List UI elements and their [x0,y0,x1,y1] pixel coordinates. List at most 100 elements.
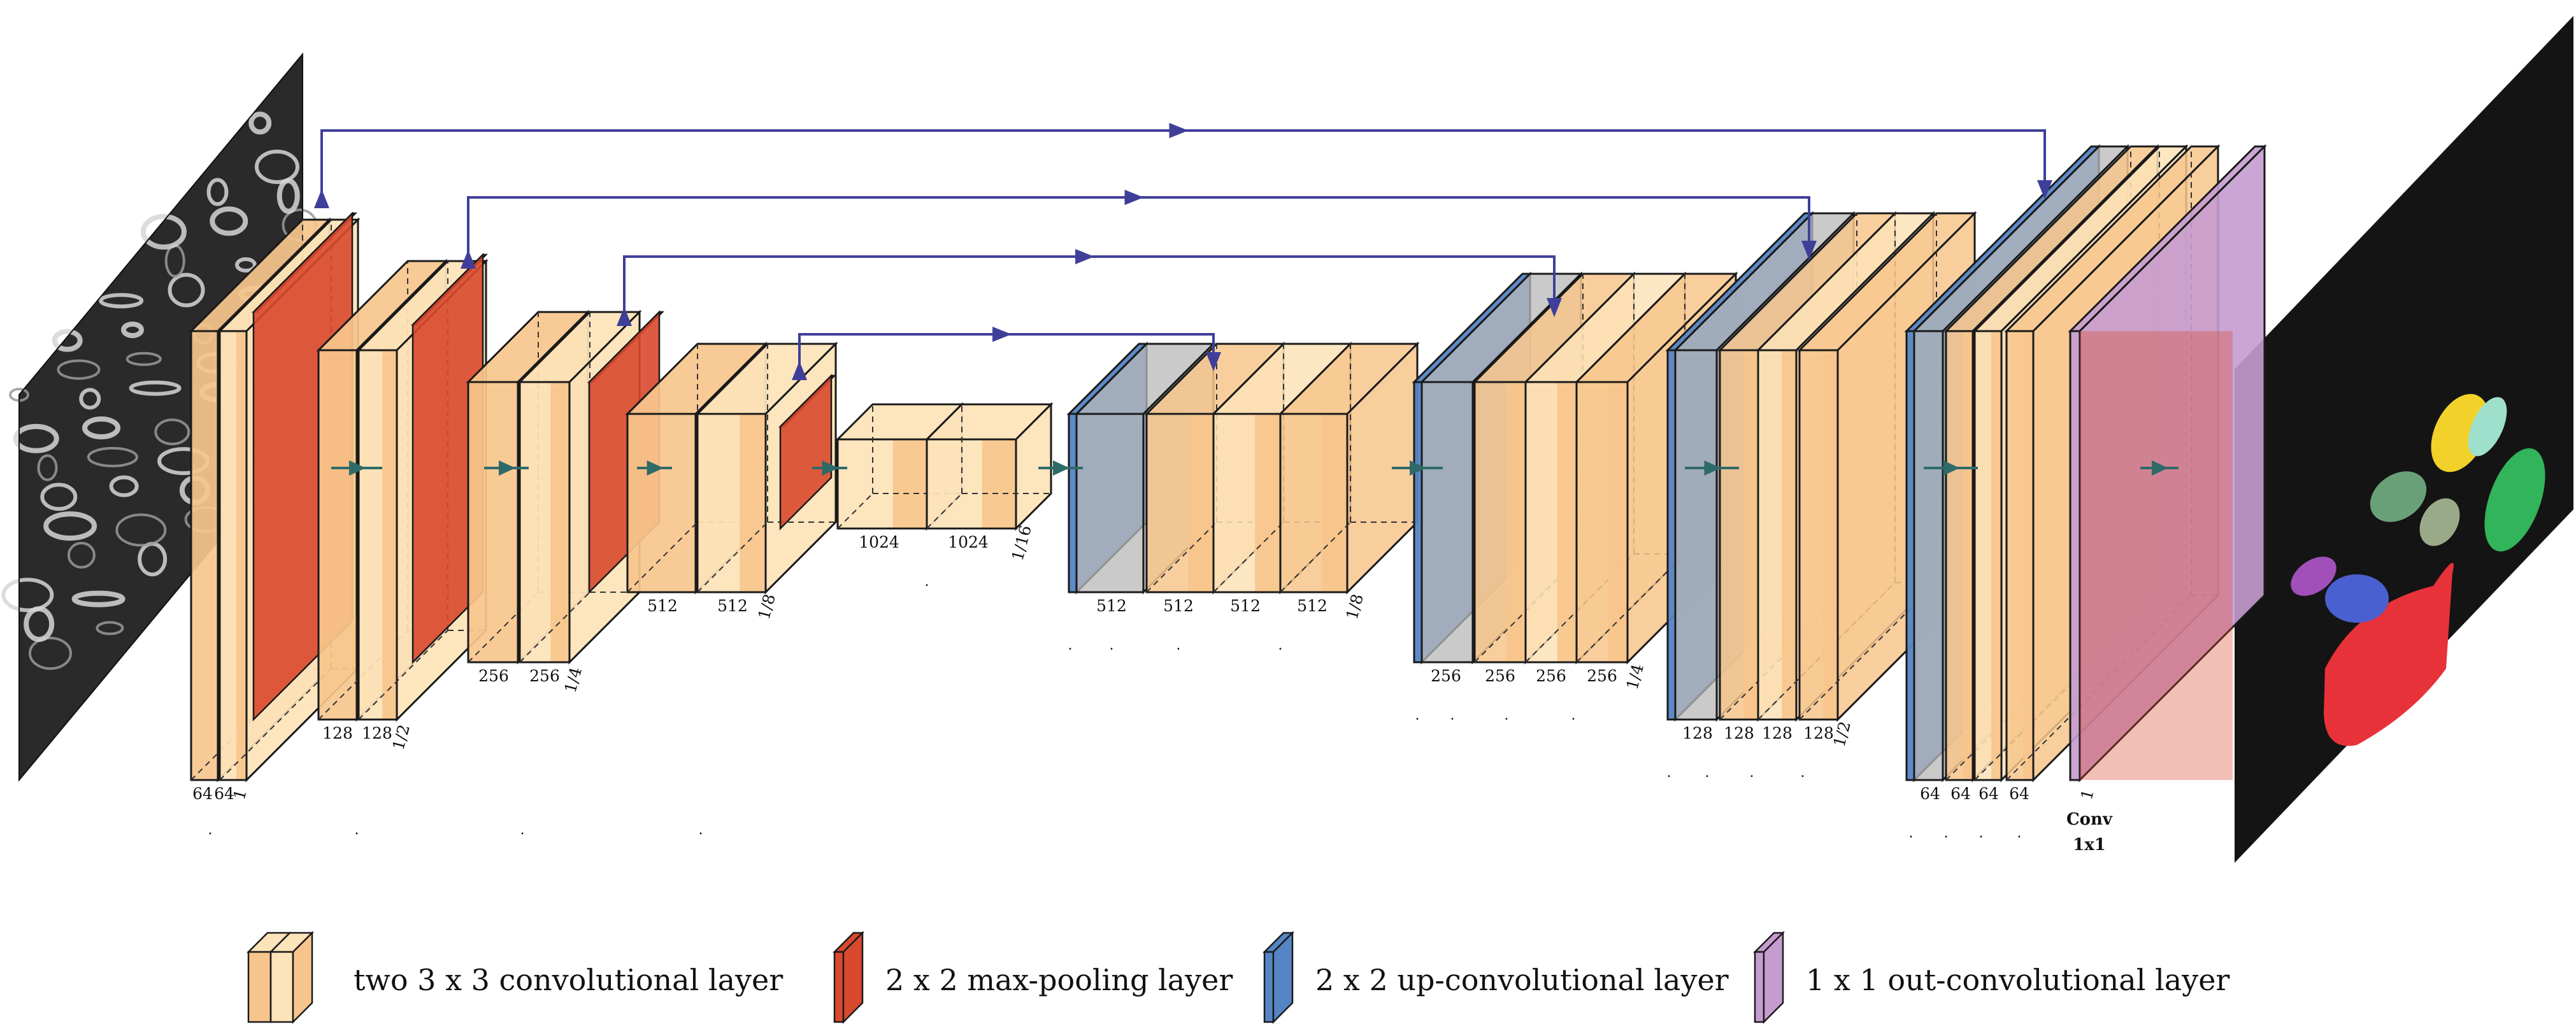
dec4-concat-front [1913,330,1944,781]
input-cell-40 [235,257,257,273]
input-cell-39 [115,513,167,547]
skip-level2-line [467,196,1810,255]
dec1-slab-3-stripe [1322,414,1347,592]
enc-dot-3: . [699,822,703,838]
output-conv-face [2080,331,2233,780]
legend-label-upconv: 2 x 2 up-convolutional layer [1315,963,1729,997]
legend-conv-front-1 [269,951,294,1023]
legend-outconv-side [1763,930,1784,1025]
enc3-slab-2-stripe [550,382,569,662]
input-cell-19 [1,578,54,613]
dec1-slab-1-stripe [1188,414,1213,592]
enc4-slab-1-front [626,413,697,593]
dec1-concat-front [1075,413,1145,593]
enc2-slab-1-front [317,349,358,721]
dec4-slab-1-stripe [1963,331,1973,780]
dec2-upconv-front [1413,381,1423,663]
enc3-fraction: 1/4 [561,665,585,695]
enc4-slab-2-stripe [740,414,766,592]
enc2-channels-1: 128 [322,724,353,742]
input-cell-20 [121,322,144,338]
output-conv-caption-line2: 1x1 [2073,835,2106,855]
legend-pool-front [833,951,845,1023]
dec3-dot-1: . [1705,765,1710,781]
dec4-channels-3: 64 [1979,784,1999,803]
input-cell-2 [210,206,248,236]
bottleneck-channels-2: 1024 [948,533,989,551]
skip-level1-line [320,129,2046,194]
output-conv-slab [2068,144,2267,783]
enc-dot-0: . [208,822,213,838]
dec4-channels-1: 64 [1920,784,1940,803]
flow-arrowhead-6 [1704,460,1721,476]
dec1-channels-4: 512 [1297,597,1327,615]
dec1-dot-0: . [1068,637,1073,653]
skip-level3-arrow-up [617,307,632,326]
input-cell-23 [140,213,187,250]
legend-item-pool [832,930,865,1025]
bottleneck-slab-2-edge [926,438,1017,530]
skip-level3-line [623,255,1556,312]
dec4-slab-1-edge [1945,330,1974,781]
dec2-channels-3: 256 [1536,667,1566,685]
dec2-channels-2: 256 [1485,667,1515,685]
skip-level1-arrow-mid [1169,123,1189,138]
output-mask-plane [2235,16,2573,863]
enc3-slab-2-edge [519,381,571,663]
enc4-fraction: 1/8 [755,592,779,621]
dec2-dot-2: . [1505,707,1509,723]
input-cell-44 [71,590,125,607]
dec1-slab-3-edge [1279,413,1349,593]
dec3-slab-2-stripe [1782,350,1796,720]
mask-purple [2291,557,2336,596]
dec3-slab-3-stripe [1823,350,1838,720]
input-cell-6 [67,541,96,569]
input-cell-3 [28,636,72,670]
dec1-dot-3: . [1278,637,1283,653]
mask-darkgreen [2370,471,2427,522]
dec2-dot-1: . [1450,707,1455,723]
dec2-channels-1: 256 [1431,667,1461,685]
skip-level2-arrow-mid [1124,190,1144,205]
dec1-channels-3: 512 [1230,597,1261,615]
input-cell-38 [13,423,59,453]
skip-level1-arrow-down [2037,180,2052,199]
dec2-concat-front [1420,381,1474,663]
dec1-dot-2: . [1177,637,1181,653]
input-cell-43 [254,149,299,184]
dec3-dot-2: . [1750,765,1754,781]
legend-upconv-front [1263,951,1275,1023]
input-cell-14 [43,511,97,541]
input-cell-4 [129,380,182,396]
dec2-fraction: 1/4 [1623,662,1647,692]
enc1-channels-1: 64 [192,784,213,803]
flow-arrows-layer [331,460,2179,476]
dec3-dot-3: . [1801,765,1805,781]
dec1-fraction: 1/8 [1343,592,1367,621]
enc2-channels-2: 128 [362,724,392,742]
input-cell-1 [109,475,139,497]
mask-teal [2468,397,2507,457]
legend-label-conv: two 3 x 3 convolutional layer [354,963,783,997]
enc4-slab-2-edge [696,413,767,593]
enc2-slab-2-edge [357,349,398,721]
dec1-slab-3-hidden-edges [1280,344,1417,593]
legend-label-pool: 2 x 2 max-pooling layer [885,963,1233,997]
skip-level4-arrow-mid [992,327,1012,342]
dec2-slab-3-edge [1575,381,1629,663]
mask-blue [2325,574,2389,623]
legend-conv-front-0 [247,951,272,1023]
mask-olive [2419,498,2460,546]
input-cell-30 [37,454,58,481]
input-cell-10 [206,178,229,206]
dec4-dot-2: . [1979,825,1984,841]
enc1-channels-2: 64 [214,784,234,803]
output-mask [2235,16,2573,863]
input-cell-41 [52,329,83,352]
enc3-slab-1-front [467,381,519,663]
flow-arrowhead-5 [1410,460,1426,476]
enc3-channels-1: 256 [478,667,509,685]
input-cell-12 [125,351,162,366]
legend-item-conv [246,930,315,1025]
legend-outconv-front [1754,951,1765,1023]
